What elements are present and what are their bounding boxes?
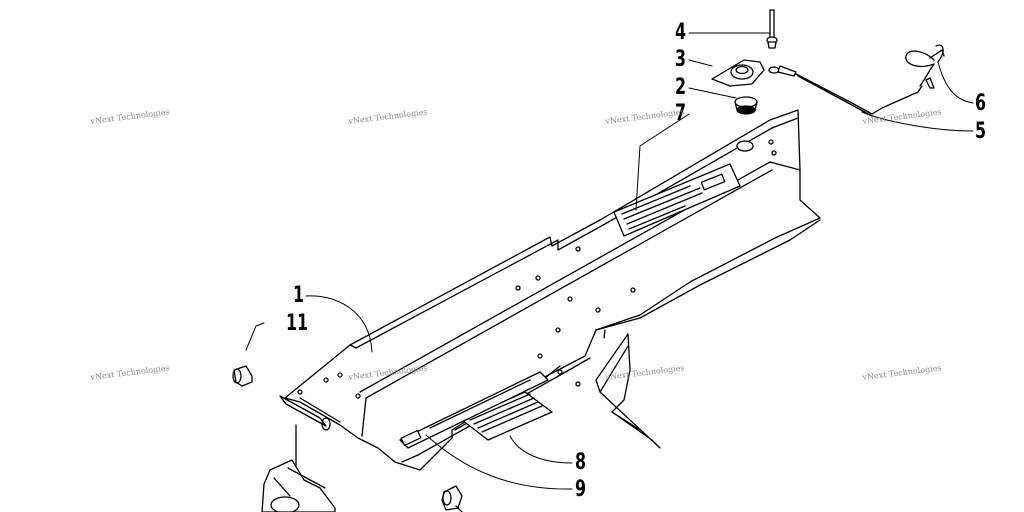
tether-cord [795,63,935,117]
callout-11: 11 [286,311,309,336]
callout-5: 5 [975,119,987,144]
tether-eyelet [768,65,797,77]
callout-3: 3 [675,47,687,72]
callout-6: 6 [975,91,987,116]
part-6-clip [905,44,945,89]
tunnel-plate [284,109,821,471]
part-3-plate [711,59,765,87]
callout-7: 7 [675,101,687,126]
callout-1: 1 [293,283,305,308]
part-2-grommet [734,96,758,115]
plate-holes [297,139,777,399]
callout-9: 9 [575,477,587,502]
lower-bracket [261,459,336,512]
callout-8: 8 [575,450,587,475]
part-11-bushing [232,365,253,387]
decal-9 [399,371,549,449]
leader-lines [245,32,974,490]
part-4-pin [766,9,778,49]
part-10-bushing [441,485,463,512]
tunnel-fin [595,333,661,449]
decal-7 [613,163,741,237]
callout-4: 4 [675,20,687,45]
callout-2: 2 [675,75,687,100]
